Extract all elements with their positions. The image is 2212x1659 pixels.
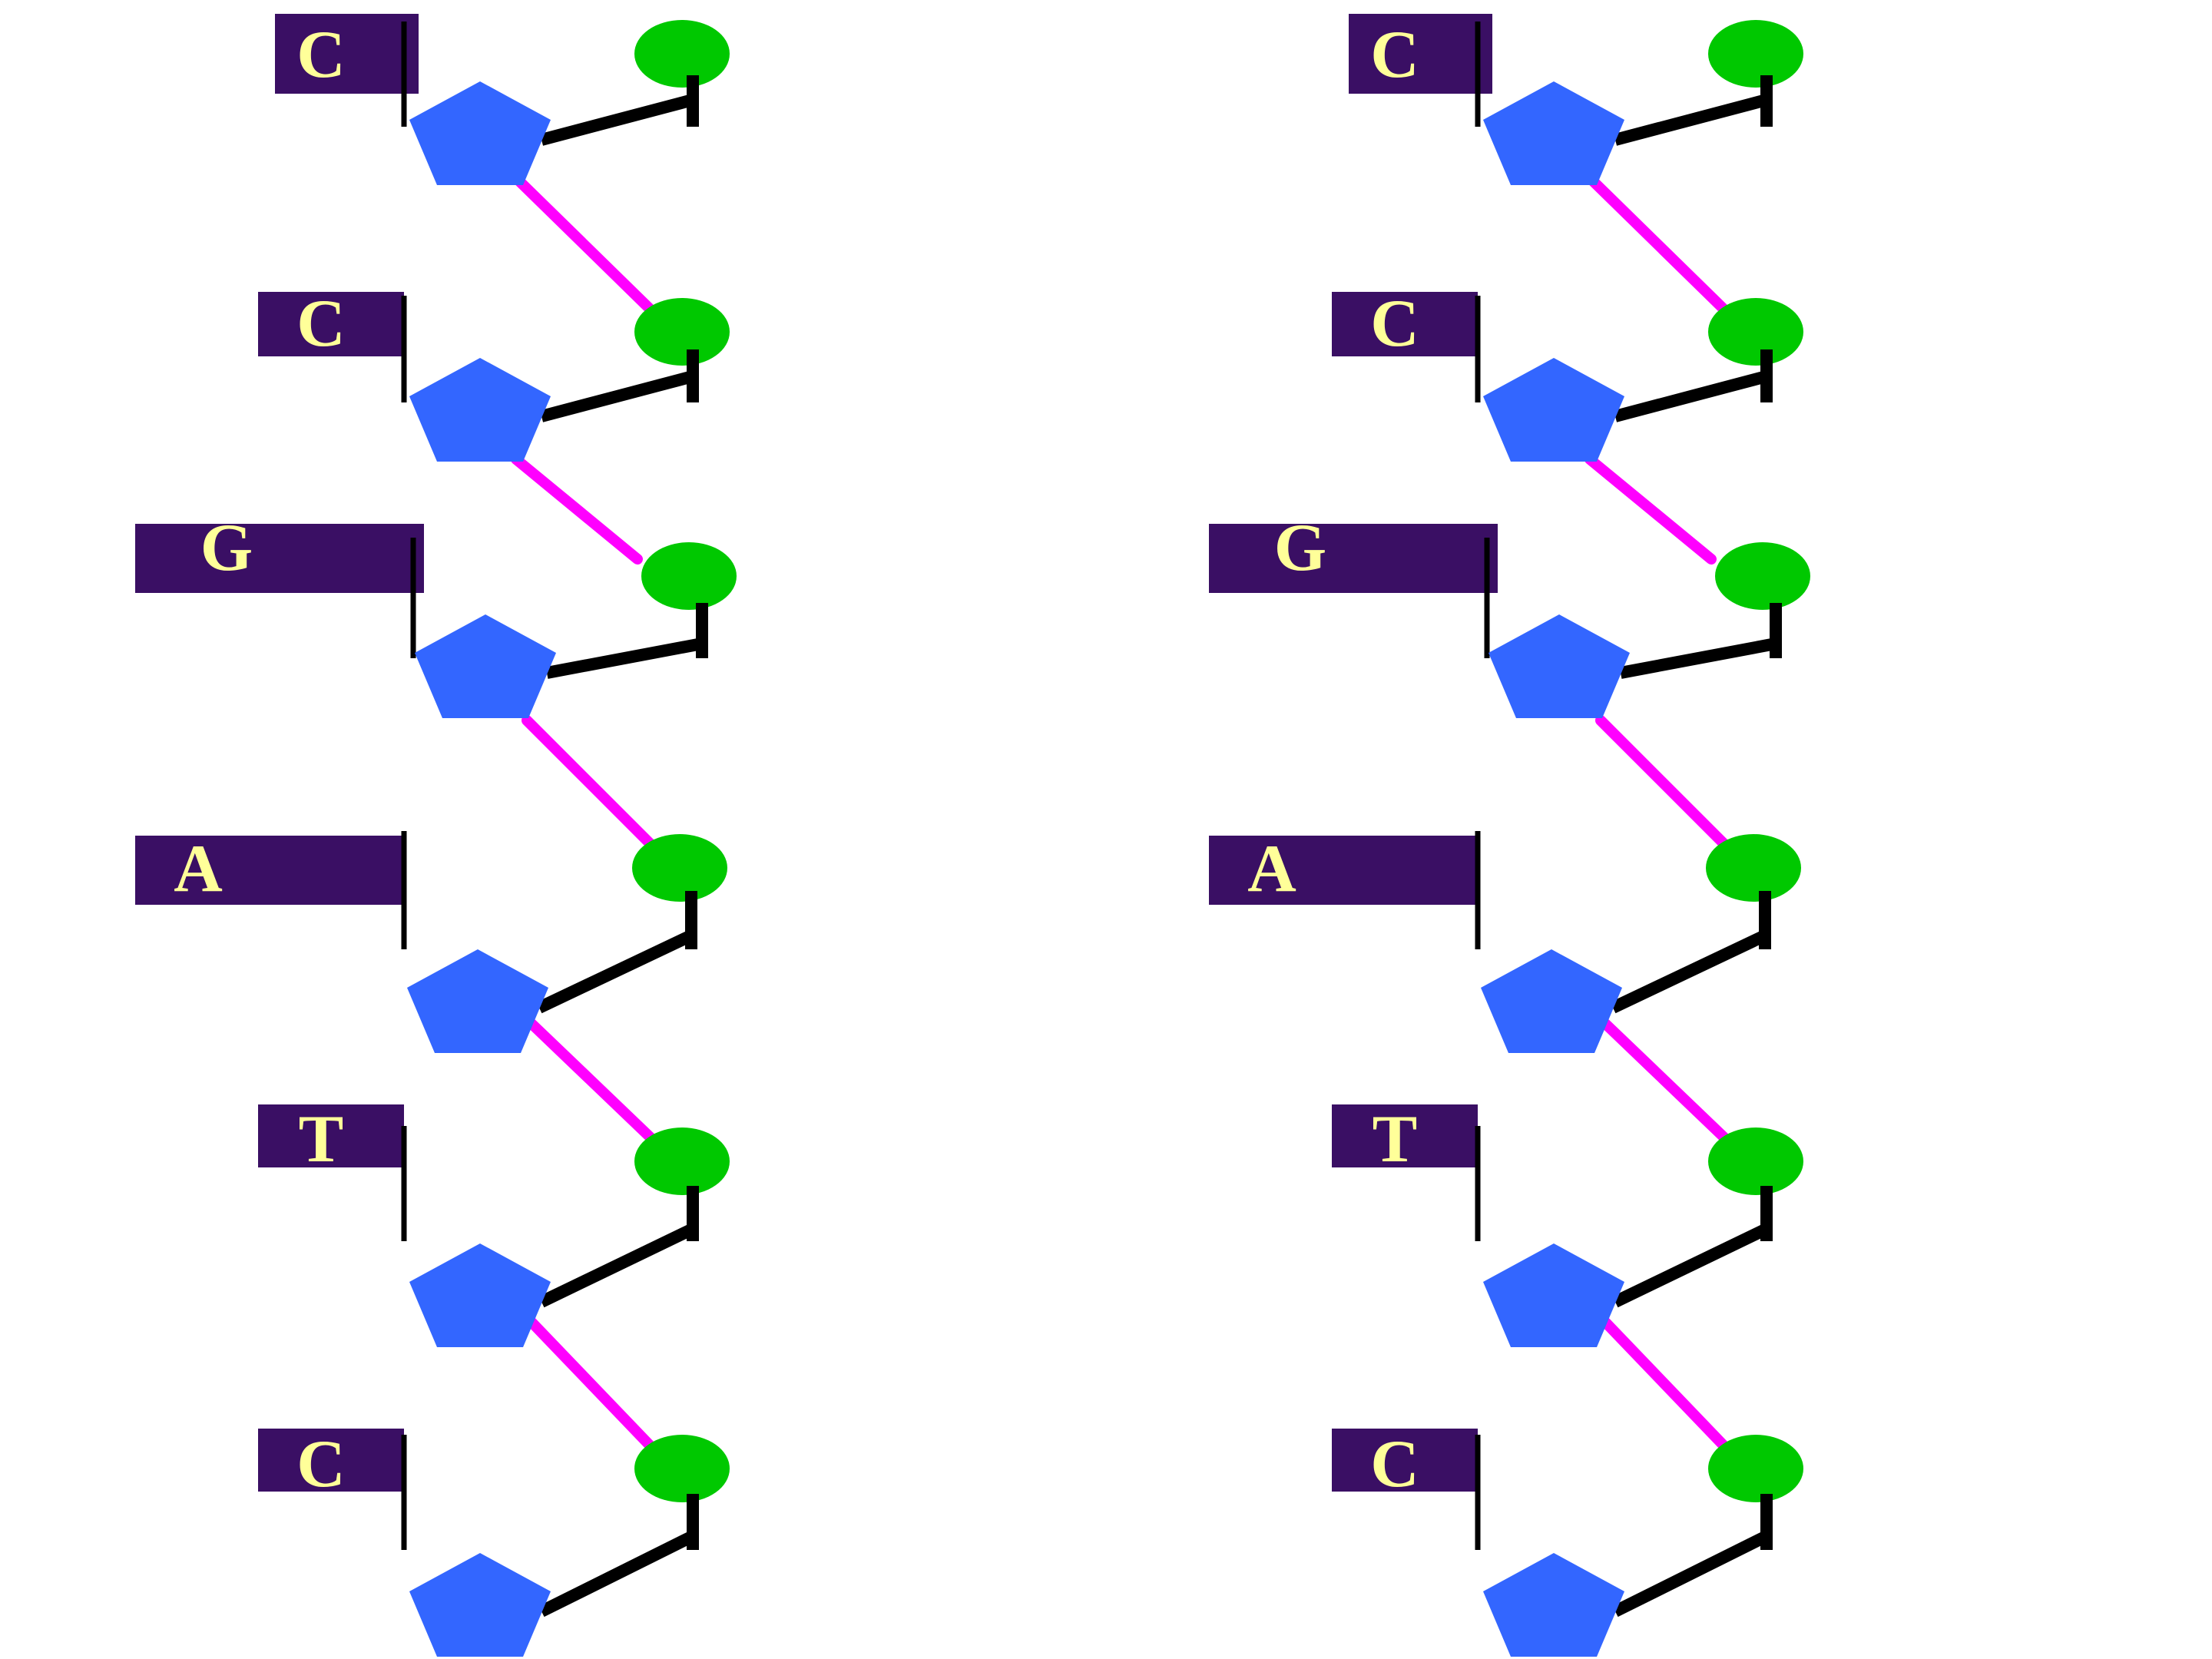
sugar-phosphate-bond bbox=[1610, 929, 1768, 1014]
left-strand: C C G A T C bbox=[135, 14, 737, 1657]
phosphate-circle bbox=[634, 1435, 730, 1502]
sugar-phosphate-bond bbox=[1613, 370, 1769, 422]
base-letter: A bbox=[174, 832, 223, 906]
phosphate-circle bbox=[1706, 834, 1801, 902]
nucleotide: C bbox=[1349, 14, 1803, 185]
nucleotide: A bbox=[135, 831, 727, 1053]
nucleotide: G bbox=[1209, 511, 1810, 718]
base-box bbox=[1349, 14, 1492, 94]
sugar-pentagon bbox=[409, 1553, 551, 1657]
sugar-pentagon bbox=[1483, 1243, 1624, 1347]
sugar-pentagon bbox=[1483, 81, 1624, 185]
backbone-link bbox=[522, 715, 658, 852]
sugar-phosphate-bond bbox=[1612, 1223, 1770, 1308]
sugar-pentagon bbox=[407, 949, 548, 1053]
base-box bbox=[258, 1104, 404, 1167]
sugar-pentagon bbox=[409, 358, 551, 462]
sugar-phosphate-bond bbox=[538, 1223, 696, 1308]
base-letter: C bbox=[296, 18, 346, 92]
nucleotide: G bbox=[135, 511, 737, 718]
phosphate-circle bbox=[1708, 1435, 1803, 1502]
base-box bbox=[1332, 1104, 1478, 1167]
sugar-phosphate-bond bbox=[1619, 637, 1777, 679]
phosphate-circle bbox=[1708, 1128, 1803, 1195]
nucleotide: C bbox=[275, 14, 730, 185]
backbone-link bbox=[1577, 165, 1732, 317]
nucleotide: T bbox=[258, 1102, 730, 1347]
sugar-phosphate-bond bbox=[1612, 1530, 1770, 1618]
sugar-pentagon bbox=[409, 81, 551, 185]
phosphate-circle bbox=[634, 298, 730, 366]
base-letter: C bbox=[1370, 18, 1419, 92]
sugar-phosphate-bond bbox=[539, 370, 695, 422]
base-box bbox=[1332, 1429, 1478, 1492]
backbone-link bbox=[503, 165, 658, 317]
backbone-link bbox=[1584, 454, 1717, 565]
base-letter: T bbox=[299, 1102, 344, 1177]
phosphate-circle bbox=[1708, 298, 1803, 366]
sugar-pentagon bbox=[409, 1243, 551, 1347]
base-box bbox=[1209, 836, 1479, 905]
base-letter: T bbox=[1373, 1102, 1418, 1177]
base-box bbox=[1209, 524, 1498, 593]
sugar-phosphate-bond bbox=[538, 1530, 696, 1618]
base-letter: G bbox=[1274, 511, 1326, 585]
base-letter: C bbox=[296, 286, 346, 361]
base-letter: C bbox=[1370, 286, 1419, 361]
phosphate-circle bbox=[634, 20, 730, 88]
sugar-pentagon bbox=[415, 614, 556, 718]
base-box bbox=[275, 14, 419, 94]
phosphate-circle bbox=[641, 542, 737, 610]
sugar-phosphate-bond bbox=[545, 637, 704, 679]
nucleotide: T bbox=[1332, 1102, 1803, 1347]
phosphate-circle bbox=[632, 834, 727, 902]
base-letter: G bbox=[200, 511, 253, 585]
nucleotide: C bbox=[1332, 1427, 1803, 1657]
nucleotide: C bbox=[258, 286, 730, 462]
base-box bbox=[135, 836, 406, 905]
nucleotide: C bbox=[1332, 286, 1803, 462]
sugar-pentagon bbox=[1483, 358, 1624, 462]
phosphate-circle bbox=[634, 1128, 730, 1195]
base-box bbox=[1332, 292, 1478, 356]
sugar-pentagon bbox=[1481, 949, 1622, 1053]
sugar-pentagon bbox=[1483, 1553, 1624, 1657]
base-box bbox=[135, 524, 424, 593]
phosphate-circle bbox=[1715, 542, 1810, 610]
sugar-pentagon bbox=[1488, 614, 1630, 718]
base-box bbox=[258, 1429, 404, 1492]
base-letter: A bbox=[1247, 832, 1296, 906]
sugar-phosphate-bond bbox=[539, 94, 695, 146]
right-strand: C C G A T C bbox=[1209, 14, 1810, 1657]
base-box bbox=[258, 292, 404, 356]
base-letter: C bbox=[1370, 1427, 1419, 1502]
base-letter: C bbox=[296, 1427, 346, 1502]
nucleotide: A bbox=[1209, 831, 1801, 1053]
backbone-link bbox=[511, 454, 643, 565]
sugar-phosphate-bond bbox=[1613, 94, 1769, 146]
phosphate-circle bbox=[1708, 20, 1803, 88]
backbone-link bbox=[1595, 715, 1732, 852]
nucleotide: C bbox=[258, 1427, 730, 1657]
sugar-phosphate-bond bbox=[536, 929, 694, 1014]
